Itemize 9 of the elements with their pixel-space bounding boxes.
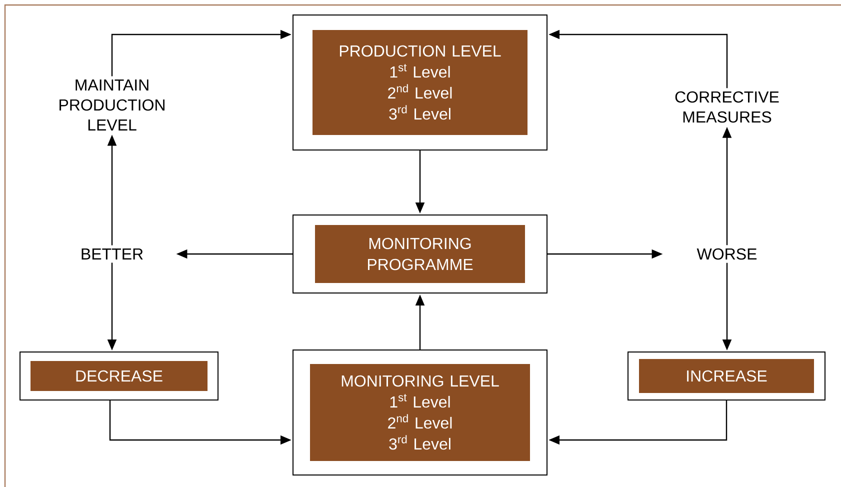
level-box: MONITORING LEVEL 1$^{st}$ Level 2$^{nd}$ Level 3$^{rd}$ Level [292, 350, 548, 476]
level-box: DECREASE [20, 352, 218, 400]
level-box: INCREASE [628, 352, 826, 400]
level-box: MONITORING PROGRAMME [292, 214, 548, 294]
outcome-label: MAINTAIN PRODUCTION LEVEL [60, 80, 164, 130]
outcome-label: CORRECTIVE MEASURES [675, 91, 779, 123]
level-box: PRODUCTION LEVEL 1$^{st}$ Level 2$^{nd}$ Level 3$^{rd}$ Level [292, 14, 548, 150]
outcome-label: BETTER [82, 248, 143, 260]
outcome-label: WORSE [696, 248, 757, 260]
